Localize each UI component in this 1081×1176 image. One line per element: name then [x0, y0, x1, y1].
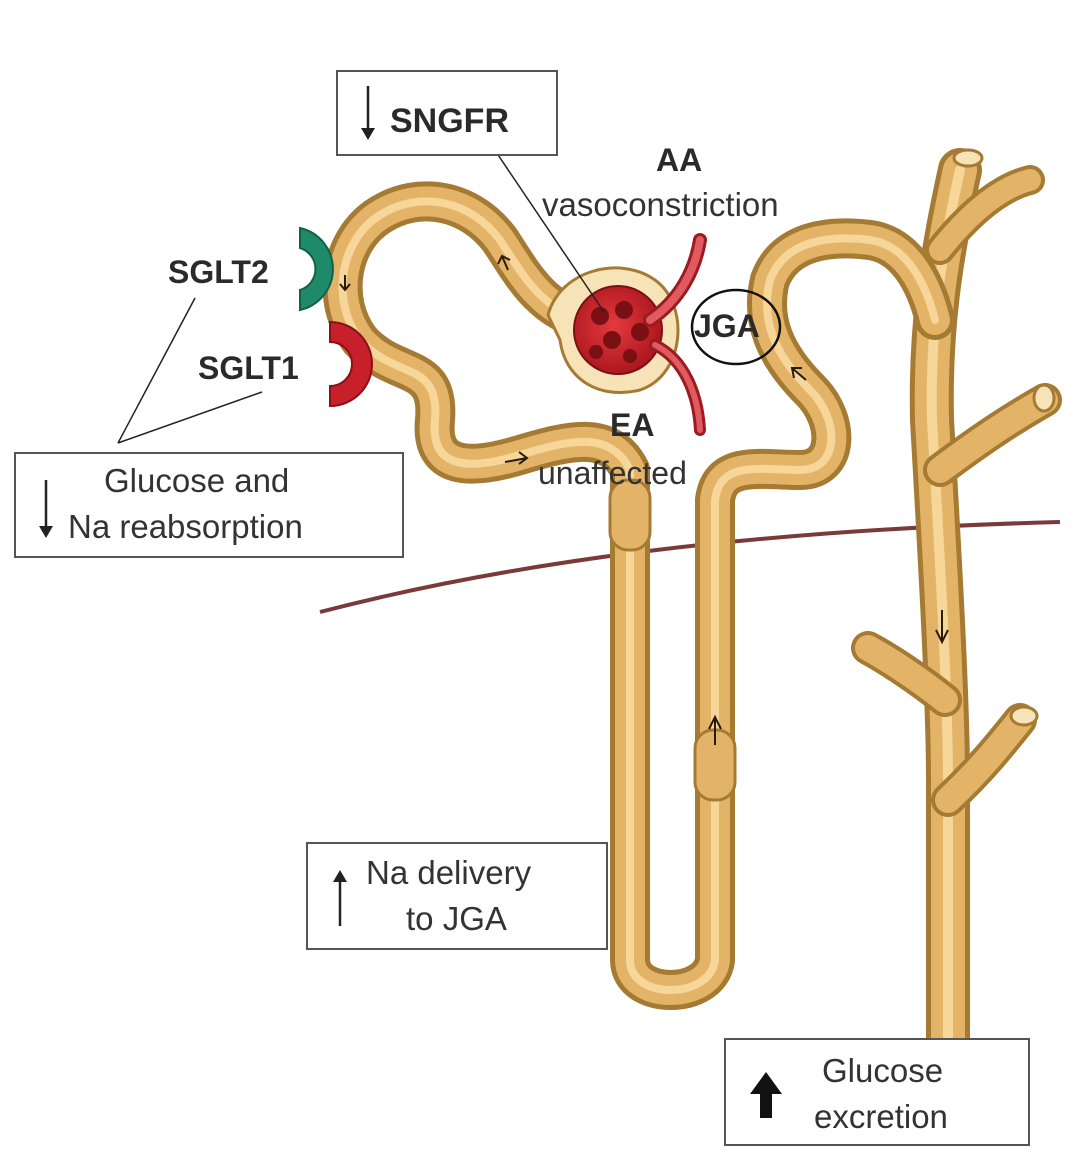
sngfr-box: SNGFR [336, 70, 558, 156]
sngfr-label: SNGFR [390, 102, 509, 141]
sglt1-label: SGLT1 [198, 350, 299, 387]
reabsorption-line1: Glucose and [104, 462, 289, 500]
bold-up-arrow-icon [748, 1070, 784, 1120]
glucose-excretion-box: Glucose excretion [724, 1038, 1030, 1146]
aa-label: AA [656, 142, 702, 179]
na-delivery-line2: to JGA [406, 900, 507, 938]
jga-label: JGA [694, 308, 760, 345]
vasoconstriction-label: vasoconstriction [542, 186, 779, 224]
sglt1-leader [118, 392, 262, 443]
glucose-excretion-line2: excretion [814, 1098, 948, 1136]
down-arrow-icon [358, 84, 378, 144]
sglt2-leader [118, 298, 195, 443]
unaffected-label: unaffected [538, 455, 687, 492]
up-arrow-icon [330, 868, 350, 930]
collecting-duct [868, 150, 1054, 1040]
reabsorption-box: Glucose and Na reabsorption [14, 452, 404, 558]
glucose-excretion-line1: Glucose [822, 1052, 943, 1090]
ea-label: EA [610, 407, 654, 444]
na-delivery-box: Na delivery to JGA [306, 842, 608, 950]
reabsorption-line2: Na reabsorption [68, 508, 303, 546]
sglt2-label: SGLT2 [168, 254, 269, 291]
na-delivery-line1: Na delivery [366, 854, 531, 892]
down-arrow-icon [36, 478, 56, 544]
